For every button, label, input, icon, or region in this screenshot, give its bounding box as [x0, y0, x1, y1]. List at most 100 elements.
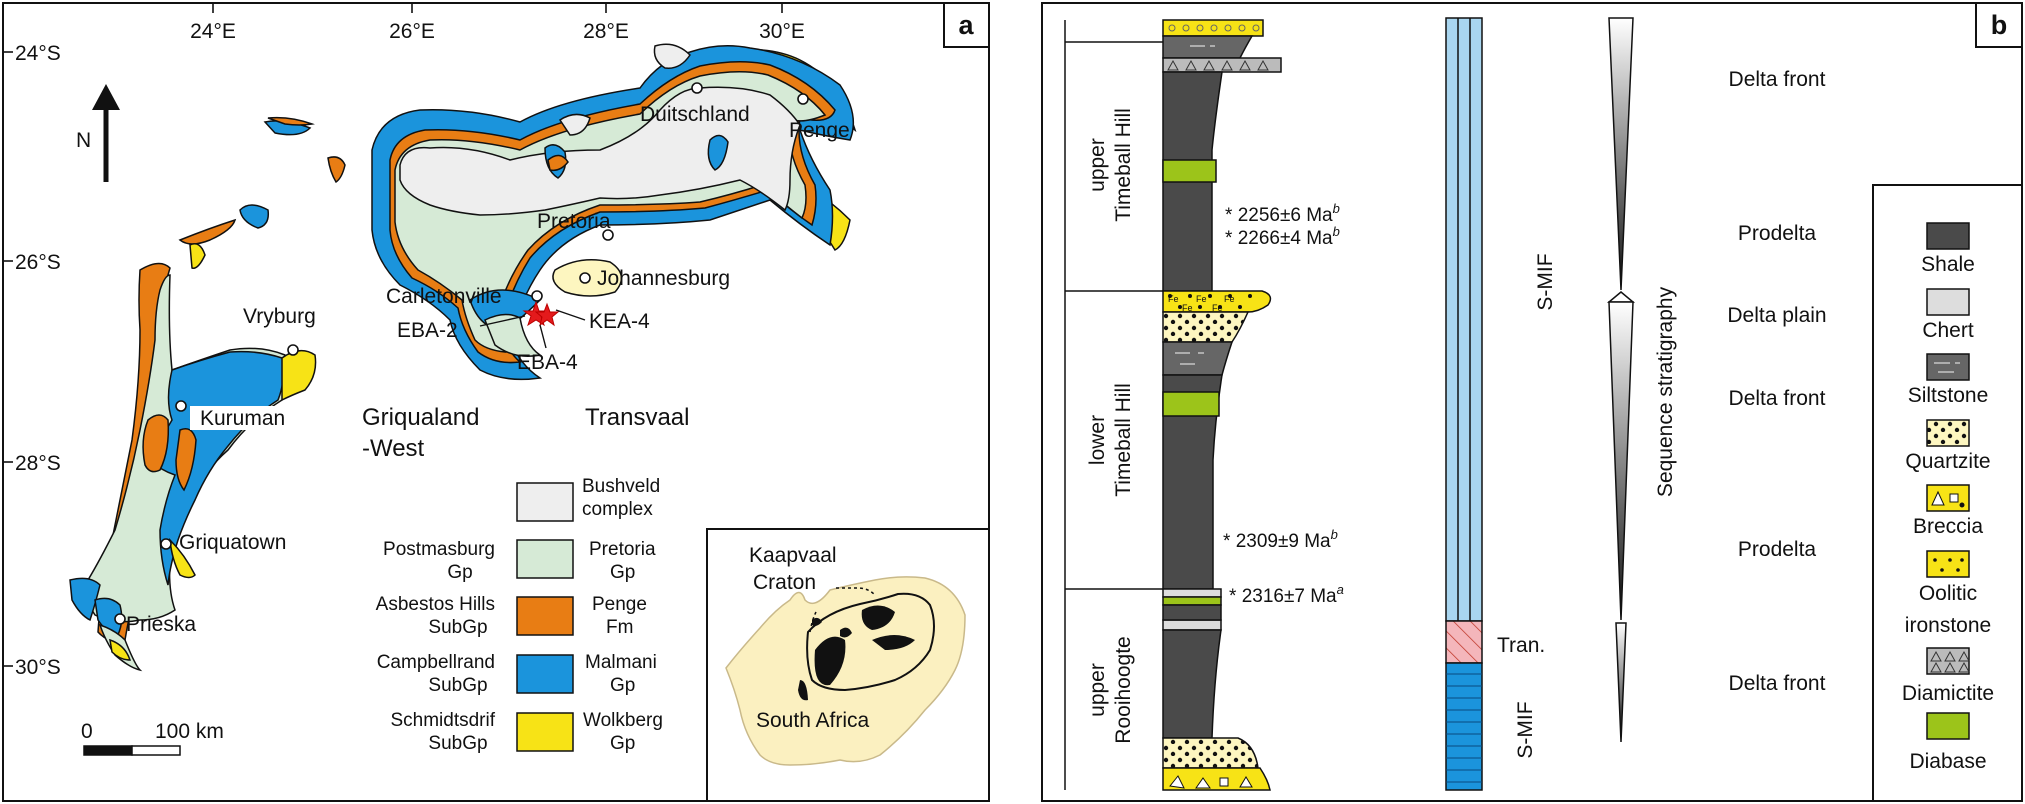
legend-pretoria-2: Gp: [610, 562, 635, 583]
legend-quartzite-swatch: [1926, 419, 1970, 447]
inset-south-africa: South Africa: [756, 709, 870, 732]
fe-symbol-3: Fe: [1224, 294, 1235, 304]
legend-swatch-bushveld: [516, 482, 574, 522]
legend-shale-swatch: [1926, 222, 1970, 250]
unit-rooihoogte-2: Rooihoogte: [1112, 636, 1135, 743]
env-delta-front-2: Delta front: [1729, 387, 1826, 410]
panel-b: b upper Timeball Hill lower Timeball Hil…: [1041, 2, 2023, 802]
legend-siltstone-swatch: [1926, 353, 1970, 381]
panel-a: 24°E 26°E 28°E 30°E 24°S 26°S 28°S 30°S …: [2, 2, 990, 802]
label-griquatown: Griquatown: [179, 531, 286, 554]
age-2256-value: 2256±6 Ma: [1238, 205, 1333, 226]
lithology-log: [1162, 19, 1282, 791]
unit-column: [1064, 20, 1163, 790]
legend-malmani-1: Malmani: [585, 652, 657, 673]
legend-shale: Shale: [1921, 253, 1975, 276]
label-griqualand: Griqualand: [362, 404, 479, 431]
legend-diabase: Diabase: [1909, 750, 1986, 773]
label-prieska: Prieska: [126, 613, 196, 636]
map-legend: Bushveld complex Postmasburg Gp Pretoria…: [376, 476, 663, 754]
legend-breccia: Breccia: [1913, 515, 1983, 538]
age-2256: * 2256±6 Mab: [1225, 201, 1340, 226]
label-johannesburg: Johannesburg: [597, 267, 730, 290]
label-duitschland: Duitschland: [640, 103, 750, 126]
label-eba-2: EBA-2: [397, 319, 458, 342]
legend-asbestos-2: SubGp: [428, 617, 487, 638]
unit-lower-timeball-2: Timeball Hill: [1112, 383, 1135, 497]
graticule-ticks: [3, 3, 783, 667]
lon-tick-26: 26°E: [389, 20, 435, 43]
legend-swatch-penge: [516, 596, 574, 636]
inset-craton: Craton: [753, 571, 816, 594]
sequence-title: Sequence stratigraphy: [1654, 286, 1677, 497]
fe-symbol-2: Fe: [1196, 294, 1207, 304]
sample-sites: [522, 300, 560, 327]
age-2309: * 2309±9 Mab: [1223, 527, 1338, 552]
age-2266-value: 2266±4 Ma: [1238, 228, 1333, 249]
label-kuruman: Kuruman: [200, 407, 285, 430]
age-2316-ref: a: [1337, 582, 1344, 597]
age-2266-ref: b: [1333, 224, 1340, 239]
legend-postmasburg-1: Postmasburg: [383, 539, 495, 560]
age-2309-value: 2309±9 Ma: [1236, 531, 1331, 552]
panel-a-label: a: [958, 10, 974, 40]
env-delta-plain: Delta plain: [1727, 304, 1826, 327]
outlier-patches: [178, 116, 569, 269]
lat-tick-26: 26°S: [15, 251, 61, 274]
legend-oolitic: Oolitic: [1919, 582, 1977, 605]
legend-wolkberg-2: Gp: [610, 733, 635, 754]
age-2316-value: 2316±7 Ma: [1242, 586, 1337, 607]
transvaal-basin: [371, 43, 857, 381]
legend-schmidtsdrif-2: SubGp: [428, 733, 487, 754]
lithology-symbols: Fe Fe Fe Fe Fe: [1167, 45, 1269, 789]
borehole-leaders: [479, 309, 586, 349]
env-prodelta-1: Prodelta: [1738, 222, 1817, 245]
env-delta-front-1: Delta front: [1729, 68, 1826, 91]
legend-chert-swatch: [1926, 288, 1970, 316]
sequence-wedges: [1606, 17, 1636, 743]
legend-diabase-swatch: [1926, 712, 1970, 740]
age-2316: * 2316±7 Maa: [1229, 582, 1344, 607]
legend-campbellrand-2: SubGp: [428, 675, 487, 696]
scale-zero: 0: [81, 720, 93, 743]
mif-lower-label: S-MIF: [1514, 701, 1537, 758]
legend-campbellrand-1: Campbellrand: [377, 652, 495, 673]
legend-swatch-pretoria: [516, 539, 574, 579]
legend-pretoria-1: Pretoria: [589, 539, 656, 560]
lat-tick-24: 24°S: [15, 42, 61, 65]
legend-ironstone: ironstone: [1905, 614, 1991, 637]
legend-quartzite: Quartzite: [1905, 450, 1990, 473]
label-griqualand-west: -West: [362, 435, 425, 462]
town-markers: [114, 82, 809, 625]
fe-symbol-1: Fe: [1168, 294, 1179, 304]
legend-swatch-malmani: [516, 654, 574, 694]
lon-tick-24: 24°E: [190, 20, 236, 43]
legend-oolitic-swatch: [1926, 550, 1970, 578]
unit-lower-timeball-1: lower: [1086, 415, 1109, 465]
legend-asbestos-1: Asbestos Hills: [376, 594, 495, 615]
inset-kaapvaal: Kaapvaal: [749, 544, 837, 567]
panel-b-label: b: [1991, 10, 2008, 40]
north-arrow: [92, 84, 120, 182]
env-prodelta-2: Prodelta: [1738, 538, 1817, 561]
mif-tran-label: Tran.: [1497, 634, 1545, 657]
lon-tick-28: 28°E: [583, 20, 629, 43]
legend-bushveld-2: complex: [582, 499, 653, 520]
label-kea-4: KEA-4: [589, 310, 650, 333]
legend-postmasburg-2: Gp: [447, 562, 472, 583]
north-label: N: [76, 129, 91, 152]
label-eba-4: EBA-4: [517, 351, 578, 374]
legend-penge-2: Fm: [606, 617, 633, 638]
fe-symbol-5: Fe: [1212, 303, 1223, 313]
label-carletonville: Carletonville: [386, 285, 502, 308]
legend-wolkberg-1: Wolkberg: [583, 710, 663, 731]
label-transvaal: Transvaal: [585, 404, 689, 431]
unit-rooihoogte-1: upper: [1086, 663, 1109, 717]
legend-siltstone: Siltstone: [1908, 384, 1989, 407]
lat-tick-28: 28°S: [15, 452, 61, 475]
label-pretoria: Pretoria: [537, 210, 611, 233]
env-delta-front-3: Delta front: [1729, 672, 1826, 695]
scale-bar: [83, 745, 181, 756]
unit-upper-timeball-2: Timeball Hill: [1112, 108, 1135, 222]
